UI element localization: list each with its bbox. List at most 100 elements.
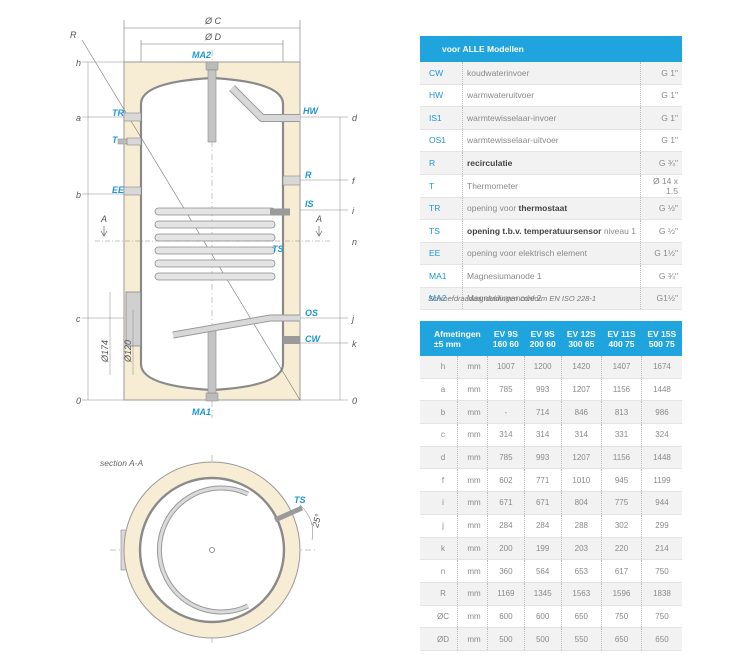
dimension-value: 360 xyxy=(487,559,525,583)
dimension-label: R xyxy=(420,582,458,606)
dimension-value: 1596 xyxy=(601,582,642,606)
label-ee: EE xyxy=(112,185,125,195)
connection-code: MA1 xyxy=(420,264,463,288)
dimension-value: 1420 xyxy=(561,356,603,379)
dimension-value: 993 xyxy=(524,446,562,470)
dim-174: Ø174 xyxy=(100,340,110,363)
connection-description: opening voor thermostaat xyxy=(462,197,641,220)
connection-thread: G ¾" xyxy=(640,264,682,288)
dimension-value: 1007 xyxy=(487,356,525,379)
dim-zero-left: 0 xyxy=(76,396,81,406)
dimension-unit: mm xyxy=(457,468,488,493)
technical-drawing: Ø C Ø D R MA2 MA1 xyxy=(70,16,358,645)
dimension-value: - xyxy=(487,400,525,425)
label-t: T xyxy=(112,135,119,145)
dimension-value: 804 xyxy=(561,491,603,515)
dim-a: a xyxy=(76,113,81,123)
dimension-value: 302 xyxy=(601,514,642,538)
dim-f: f xyxy=(352,176,356,186)
dimension-value: 199 xyxy=(524,537,562,561)
dimension-value: 602 xyxy=(487,468,525,493)
dimension-value: 771 xyxy=(524,468,562,493)
connection-code: EE xyxy=(420,242,463,265)
dimension-value: 785 xyxy=(487,446,525,470)
dim-outer-diameter: Ø C xyxy=(204,16,222,26)
label-ma1: MA1 xyxy=(192,407,211,417)
anode-ma2 xyxy=(207,69,217,143)
dimension-value: 299 xyxy=(641,514,682,538)
dimension-value: 1156 xyxy=(601,446,642,470)
connection-description: Magnesiumanode 1 xyxy=(462,264,641,288)
connection-thread: G ½" xyxy=(640,219,682,243)
dimension-value: 1345 xyxy=(524,582,562,606)
dim-d: d xyxy=(352,113,358,123)
dimension-value: 993 xyxy=(524,378,562,402)
dimension-value: 1838 xyxy=(641,582,682,606)
dim-i: i xyxy=(352,206,355,216)
dimension-value: 650 xyxy=(561,605,603,629)
dimension-value: 945 xyxy=(601,468,642,493)
dimension-value: 550 xyxy=(561,627,603,651)
dim-120: Ø120 xyxy=(123,340,133,363)
dimension-value: 1407 xyxy=(601,356,642,379)
label-ts: TS xyxy=(272,244,284,254)
dimension-value: 1200 xyxy=(524,356,562,379)
dimension-value: 1448 xyxy=(641,378,682,402)
dim-diagonal-line xyxy=(81,39,301,401)
label-is: IS xyxy=(305,199,314,209)
dim-k: k xyxy=(352,339,357,349)
dimension-value: 203 xyxy=(561,537,603,561)
dimensions-header-title: Afmetingen±5 mm xyxy=(420,321,488,356)
connection-code: R xyxy=(420,151,463,175)
dimension-unit: mm xyxy=(457,446,488,470)
dimension-value: 220 xyxy=(601,537,642,561)
connection-thread: G 1" xyxy=(640,84,682,107)
connection-code: TR xyxy=(420,197,463,220)
dimension-value: 650 xyxy=(601,627,642,651)
heat-exchanger-coil xyxy=(154,207,300,339)
dimension-value: 314 xyxy=(524,423,562,447)
dimension-value: 600 xyxy=(487,605,525,629)
dim-inner-diameter: Ø D xyxy=(204,32,222,42)
dimension-value: 750 xyxy=(601,605,642,629)
dim-angle: 25° xyxy=(310,512,324,529)
dimension-label: b xyxy=(420,400,458,425)
dimension-value: 564 xyxy=(524,559,562,583)
connection-description: warmwateruitvoer xyxy=(462,84,641,107)
dimension-unit: mm xyxy=(457,582,488,606)
dimension-value: 314 xyxy=(561,423,603,447)
dimension-unit: mm xyxy=(457,559,488,583)
dimension-value: 750 xyxy=(641,559,682,583)
section-inner-tank xyxy=(138,476,286,624)
dimension-value: 671 xyxy=(524,491,562,515)
connection-description: recirculatie xyxy=(462,151,641,175)
connection-description: warmtewisselaar-uitvoer xyxy=(462,129,641,152)
dimension-value: 600 xyxy=(524,605,562,629)
dimension-label: n xyxy=(420,559,458,583)
label-r: R xyxy=(305,170,312,180)
label-hw: HW xyxy=(303,106,319,116)
dimension-value: 214 xyxy=(641,537,682,561)
connection-thread: G 1½" xyxy=(640,242,682,265)
connection-code: MA2 xyxy=(420,287,463,310)
label-ma2: MA2 xyxy=(192,50,211,60)
dimension-value: 846 xyxy=(561,400,603,425)
dimension-unit: mm xyxy=(457,400,488,425)
